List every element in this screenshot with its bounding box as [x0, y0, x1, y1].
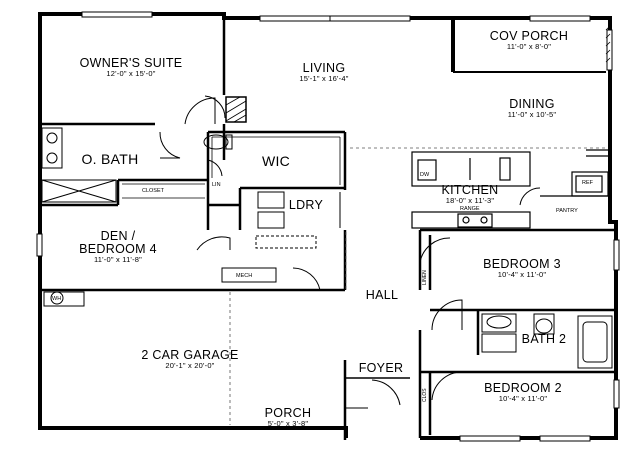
room-dims: 20'-1" x 20'-0" [165, 361, 215, 371]
room-kitchen: KITCHEN 18'-0" x 11'-3" [441, 183, 499, 206]
fixture-linen: LINEN [422, 270, 428, 285]
windows [36, 11, 620, 442]
room-garage: 2 CAR GARAGE 20'-1" x 20'-0" [141, 348, 239, 371]
room-wic: WIC [262, 154, 290, 169]
room-bedroom3: BEDROOM 3 10'-4" x 11'-0" [483, 257, 561, 280]
room-name: BEDROOM 3 [483, 257, 561, 271]
room-bedroom2: BEDROOM 2 10'-4" x 11'-0" [484, 381, 562, 404]
room-name: DINING [509, 97, 555, 111]
room-dims: 5'-0" x 3'-8" [267, 419, 309, 429]
fixture-ref: REF [582, 180, 593, 186]
fixture-mech: MECH [236, 273, 253, 279]
room-name: BEDROOM 2 [484, 381, 562, 395]
room-name-line2: BEDROOM 4 [79, 242, 157, 257]
fixture-wh: WH [52, 296, 62, 302]
hatched-panels [225, 25, 611, 123]
room-cov-porch: COV PORCH 11'-0" x 8'-0" [489, 29, 569, 52]
room-name: 2 CAR GARAGE [141, 348, 239, 362]
room-foyer: FOYER [358, 361, 404, 375]
room-porch: PORCH 5'-0" x 3'-8" [264, 406, 312, 429]
fixture-closet: CLOSET [142, 188, 165, 194]
door-swings [159, 95, 541, 406]
room-name: COV PORCH [489, 29, 569, 43]
room-dims: 18'-0" x 11'-3" [445, 196, 495, 206]
room-owners-suite: OWNER'S SUITE 12'-0" x 15'-0" [79, 56, 183, 79]
fixture-lin: LIN [212, 182, 221, 188]
room-name: FOYER [358, 361, 404, 375]
closet-shelves [122, 136, 341, 199]
fixture-clos: CLOS [422, 388, 428, 402]
room-den: DEN / BEDROOM 4 11'-0" x 11'-8" [79, 229, 157, 265]
fixture-pantry: PANTRY [556, 208, 578, 214]
room-dims: 10'-4" x 11'-0" [497, 270, 547, 280]
room-bath2: BATH 2 [521, 332, 567, 346]
room-name: BATH 2 [521, 332, 567, 346]
room-name-line1: DEN / [100, 229, 136, 243]
room-name: KITCHEN [441, 183, 499, 197]
room-living: LIVING 15'-1" x 16'-4" [299, 61, 349, 84]
fixture-dw: DW [420, 172, 430, 178]
room-name: WIC [261, 153, 291, 169]
room-name: LIVING [302, 61, 346, 75]
bath-fixtures [41, 127, 233, 203]
room-dining: DINING 11'-0" x 10'-5" [507, 97, 557, 120]
room-o-bath: O. BATH [81, 152, 138, 167]
dashed-lines [229, 147, 606, 425]
kitchen-counters [411, 149, 609, 229]
room-dims: 15'-1" x 16'-4" [299, 74, 349, 84]
room-name: HALL [365, 288, 399, 302]
fixture-range: RANGE [460, 206, 480, 212]
room-hall: HALL [365, 288, 399, 302]
mech-area [43, 235, 317, 307]
room-dims: 11'-0" x 8'-0" [506, 42, 552, 52]
laundry-appliances [257, 191, 341, 229]
bath2-fixtures [481, 313, 613, 369]
room-dims: 10'-4" x 11'-0" [498, 394, 548, 404]
room-name: OWNER'S SUITE [79, 56, 183, 70]
room-dims: 11'-0" x 11'-8" [93, 255, 142, 265]
room-name: PORCH [264, 406, 312, 420]
room-dims: 12'-0" x 15'-0" [106, 69, 156, 79]
room-dims: 11'-0" x 10'-5" [507, 110, 557, 120]
room-name: O. BATH [81, 151, 139, 167]
room-name: LDRY [288, 198, 324, 212]
interior-walls [40, 18, 616, 440]
room-ldry: LDRY [288, 198, 324, 212]
